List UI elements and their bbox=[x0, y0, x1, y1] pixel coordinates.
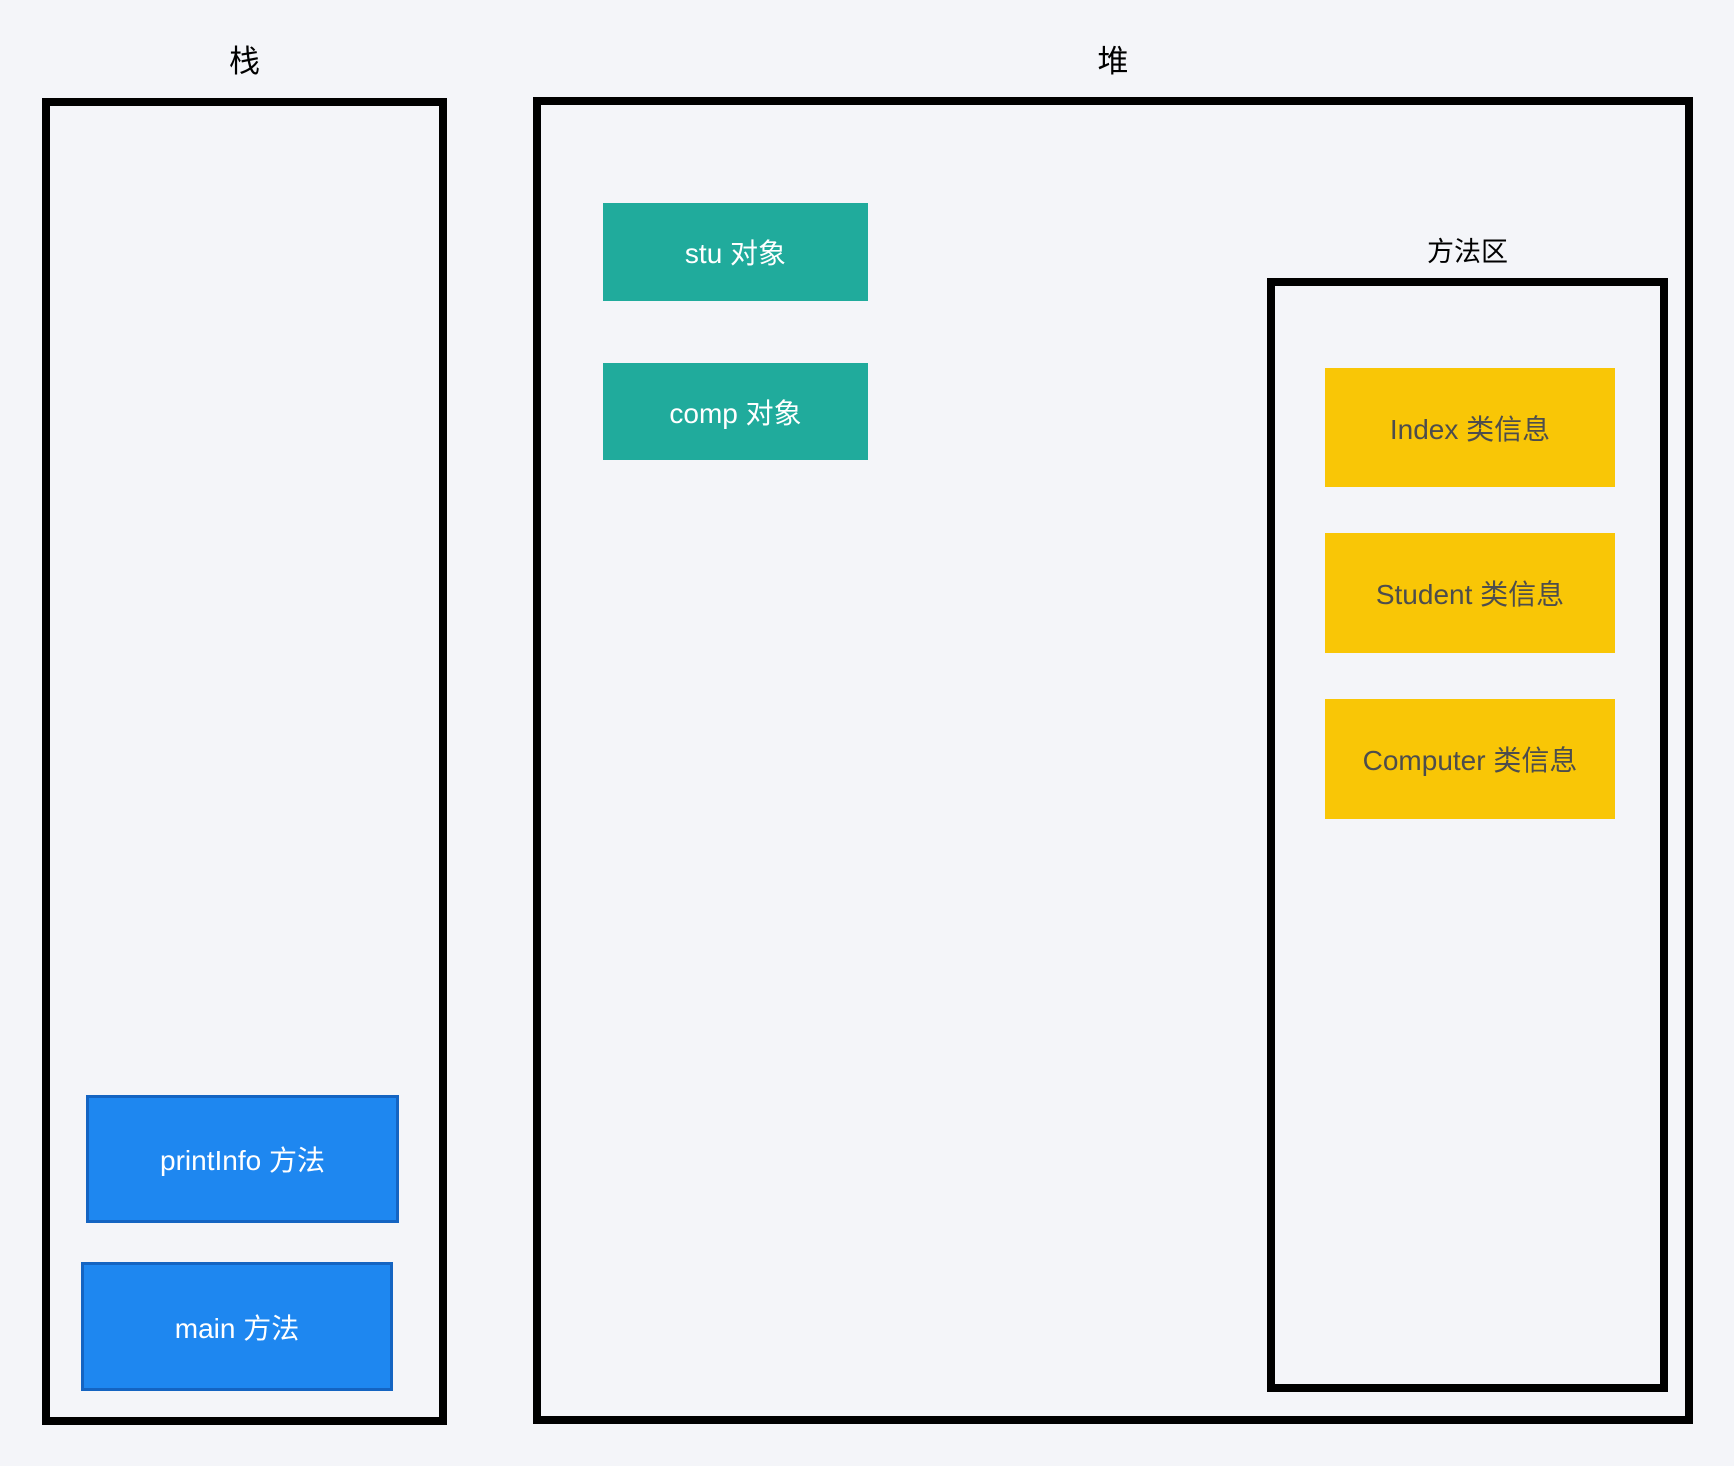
stack-region-label: 栈 bbox=[229, 44, 260, 79]
stack-frame-printinfo: printInfo 方法 bbox=[86, 1095, 399, 1223]
heap-region-label: 堆 bbox=[1097, 44, 1129, 79]
heap-object-stu: stu 对象 bbox=[603, 203, 868, 301]
method-area-box bbox=[1267, 278, 1668, 1392]
stack-frame-main: main 方法 bbox=[81, 1262, 393, 1391]
stack-region-box bbox=[42, 98, 447, 1425]
heap-object-comp: comp 对象 bbox=[603, 363, 868, 460]
class-info-index: Index 类信息 bbox=[1325, 368, 1615, 487]
method-area-label: 方法区 bbox=[1427, 237, 1508, 267]
class-info-student: Student 类信息 bbox=[1325, 533, 1615, 653]
class-info-computer: Computer 类信息 bbox=[1325, 699, 1615, 819]
heap-region-box bbox=[533, 97, 1693, 1424]
